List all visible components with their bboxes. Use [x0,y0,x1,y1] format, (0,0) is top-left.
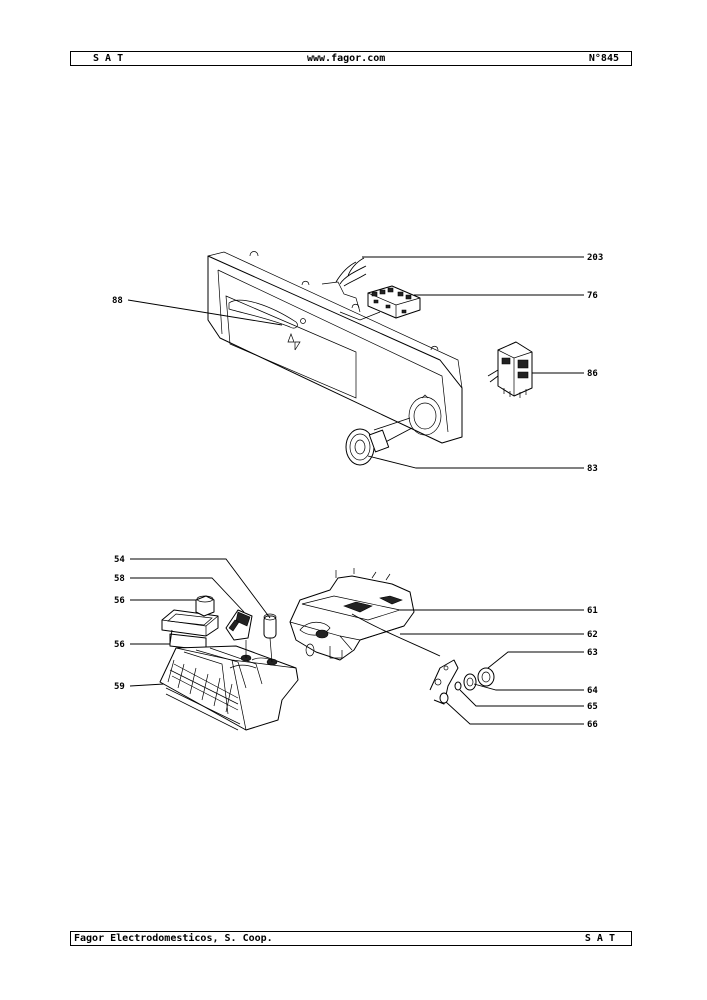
label-83: 83 [587,464,598,474]
label-54: 54 [114,555,125,565]
control-panel-assembly [207,251,463,444]
label-66: 66 [587,720,598,730]
washer-part [463,673,477,691]
upper-leader-lines [127,256,584,469]
label-86: 86 [587,369,598,379]
footer-company-text: Fagor Electrodomesticos, S. Coop. [74,933,273,944]
label-64: 64 [587,686,598,696]
label-88: 88 [112,296,123,306]
siphon-part [225,609,253,641]
nut-part [477,667,495,687]
dispenser-drawer-part [159,637,299,731]
header-left-text: S A T [93,53,124,64]
header-website-text: www.fagor.com [307,53,386,64]
label-56-top: 56 [114,596,125,606]
lower-leader-lines [129,558,584,725]
screw-part [439,692,449,704]
label-59: 59 [114,682,125,692]
label-76: 76 [587,291,598,301]
label-203: 203 [587,253,603,263]
header-bar: S A T www.fagor.com N°845 [70,51,632,66]
regulator-bracket-part [429,659,459,705]
connector-block-part [367,285,421,319]
label-63: 63 [587,648,598,658]
label-62: 62 [587,630,598,640]
label-56-bottom: 56 [114,640,125,650]
wire-harness-part [335,257,367,287]
header-document-number: N°845 [588,53,619,64]
label-58: 58 [114,574,125,584]
connection-hose-part [351,613,441,657]
seal-part [454,681,462,691]
programmer-switch-part [487,341,533,398]
label-65: 65 [587,702,598,712]
footer-bar: Fagor Electrodomesticos, S. Coop. S A T [70,931,632,946]
label-61: 61 [587,606,598,616]
footer-right-text: S A T [584,933,615,944]
selector-knob-part [345,417,413,466]
dispenser-housing-part [289,568,415,661]
